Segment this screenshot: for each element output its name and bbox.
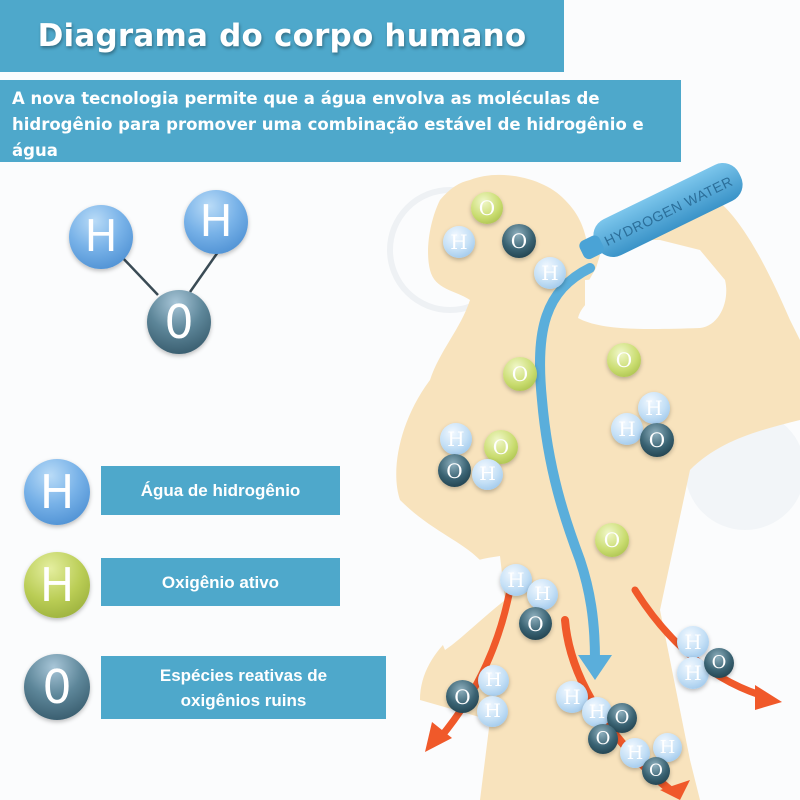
page-title: Diagrama do corpo humano	[37, 18, 527, 54]
legend-active-oxygen-icon: H	[24, 552, 90, 618]
legend-hydrogen-water-icon: H	[24, 459, 90, 525]
body-hydrogen-atom: H	[534, 257, 566, 289]
legend-label-hydrogen-water: Água de hidrogênio	[101, 466, 340, 515]
legend-label-bad-ros: Espécies reativas de oxigênios ruins	[101, 656, 386, 719]
body-ros-atom: O	[446, 680, 479, 713]
body-hydrogen-atom: H	[478, 665, 509, 696]
water-stream	[535, 263, 600, 665]
body-active-oxygen-atom: O	[607, 343, 641, 377]
body-active-oxygen-atom: O	[471, 192, 503, 224]
body-active-oxygen-atom: O	[503, 357, 537, 391]
body-hydrogen-atom: H	[443, 226, 475, 258]
body-hydrogen-atom: H	[677, 626, 709, 658]
body-ros-atom: O	[588, 724, 618, 754]
body-hydrogen-atom: H	[477, 696, 508, 727]
body-hydrogen-atom: H	[472, 459, 503, 490]
body-hydrogen-atom: H	[638, 392, 670, 424]
body-hydrogen-atom: H	[440, 423, 472, 455]
legend-label-active-oxygen: Oxigênio ativo	[101, 558, 340, 606]
body-hydrogen-atom: H	[500, 564, 532, 596]
molecule-hydrogen-atom-left: H	[69, 205, 133, 269]
body-active-oxygen-atom: O	[484, 430, 518, 464]
legend-bad-ros-icon: 0	[24, 654, 90, 720]
body-ros-atom: O	[642, 757, 670, 785]
body-hydrogen-atom: H	[653, 733, 682, 762]
body-ros-atom: O	[502, 224, 536, 258]
body-ros-atom: O	[438, 454, 471, 487]
molecule-oxygen-atom: 0	[147, 290, 211, 354]
body-hydrogen-atom: H	[611, 413, 643, 445]
body-ros-atom: O	[640, 423, 674, 457]
body-ros-atom: O	[519, 607, 552, 640]
subtitle-banner: A nova tecnologia permite que a água env…	[0, 80, 681, 162]
body-hydrogen-atom: H	[677, 657, 709, 689]
body-hydrogen-atom: H	[527, 579, 558, 610]
title-banner: Diagrama do corpo humano	[0, 0, 564, 72]
stream-arrowhead	[578, 655, 612, 680]
body-ros-atom: O	[704, 648, 734, 678]
molecule-hydrogen-atom-right: H	[184, 190, 248, 254]
body-active-oxygen-atom: O	[595, 523, 629, 557]
